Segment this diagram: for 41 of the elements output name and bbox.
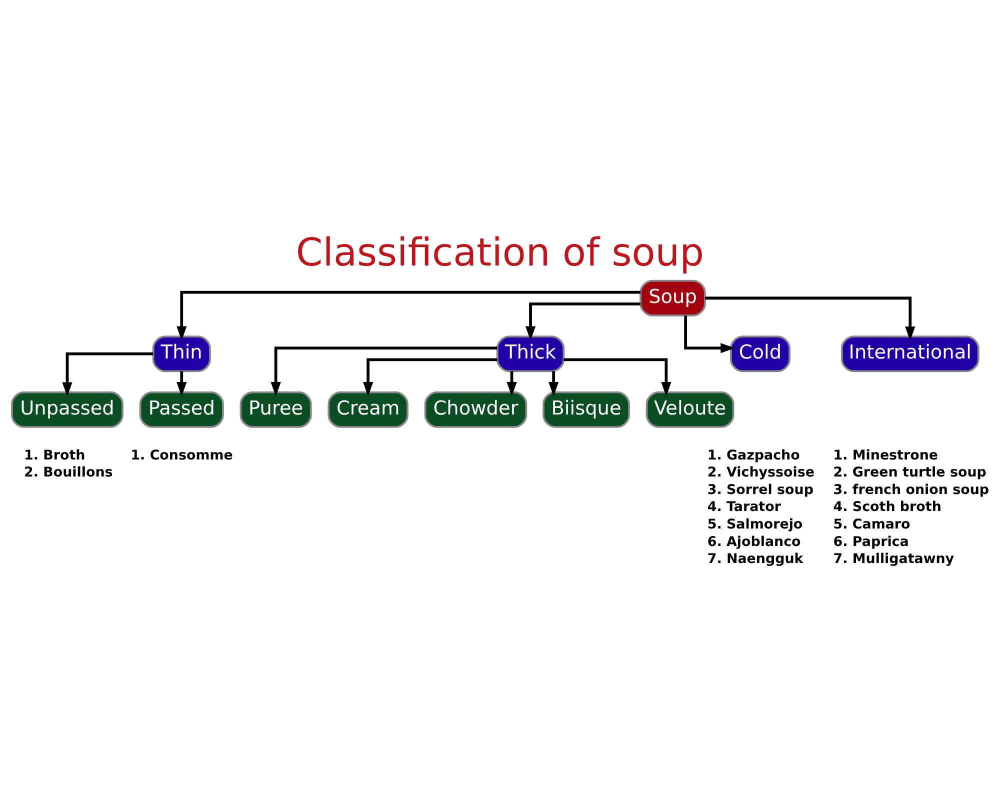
arrow xyxy=(176,290,641,341)
arrow xyxy=(363,358,498,396)
node-box: International xyxy=(840,336,980,372)
node-box: Chowder xyxy=(424,391,528,428)
node-box: Thick xyxy=(496,336,565,372)
node-label: 5. Camaro xyxy=(833,518,910,532)
node-label: 4. Scoth broth xyxy=(833,500,942,516)
node-box: Biisque xyxy=(542,391,630,428)
node-label: 2. Green turtle soup xyxy=(833,466,986,481)
node-label: 1. Minestrone xyxy=(833,448,938,464)
node-label: 1. Gazpacho xyxy=(707,448,800,464)
node-box: Cold xyxy=(730,336,790,372)
node-label: 6. Ajoblanco xyxy=(707,534,801,550)
node-box: Passed xyxy=(139,391,224,428)
arrow xyxy=(705,296,916,341)
arrow xyxy=(176,371,187,396)
arrow xyxy=(506,371,517,396)
arrow xyxy=(525,302,640,341)
diagram-title: Classification of soup xyxy=(296,230,704,276)
node-label: 1. Broth xyxy=(24,448,86,464)
node-label: 7. Naengguk xyxy=(707,552,804,568)
node-box: Cream xyxy=(328,391,408,428)
node-label: 7. Mulligatawny xyxy=(833,552,954,568)
node-label: 2. Bouillons xyxy=(24,466,113,481)
node-label: 3. french onion soup xyxy=(833,482,990,498)
arrow xyxy=(62,352,154,397)
node-box: Veloute xyxy=(646,391,734,428)
node-label: 3. Sorrel soup xyxy=(707,482,814,498)
node-label: 2. Vichyssoise xyxy=(707,466,814,481)
arrow xyxy=(548,371,559,396)
node-label: 4. Tarator xyxy=(707,500,781,516)
node-label: 6. Paprica xyxy=(833,534,909,550)
arrow xyxy=(564,358,672,396)
node-box: Unpassed xyxy=(11,391,124,428)
arrow xyxy=(270,346,498,397)
node-label: 1. Consomme xyxy=(130,448,233,464)
node-box: Soup xyxy=(640,280,706,316)
node-box: Thin xyxy=(152,336,211,372)
arrow xyxy=(684,316,736,354)
node-box: Puree xyxy=(240,391,312,428)
node-label: 5. Salmorejo xyxy=(707,518,803,532)
